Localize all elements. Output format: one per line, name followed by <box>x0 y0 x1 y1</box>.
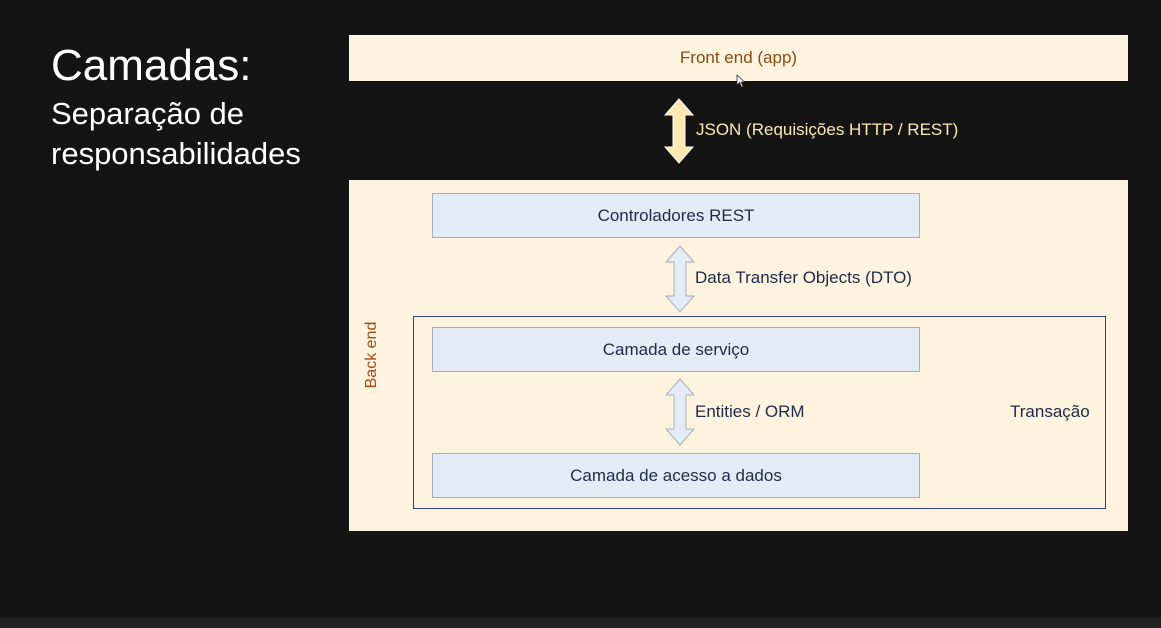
double-arrow-icon <box>664 98 694 164</box>
slide-title: Camadas: <box>51 41 252 90</box>
layer-label: Camada de acesso a dados <box>570 465 782 485</box>
layer-label: Controladores REST <box>597 205 755 225</box>
backend-label: Back end <box>363 321 380 389</box>
layer-camada-servico: Camada de serviço <box>432 327 920 372</box>
json-connector-label: JSON (Requisições HTTP / REST) <box>696 120 959 139</box>
double-arrow-icon <box>665 245 695 313</box>
slide-subtitle: Separação de responsabilidades <box>51 96 301 171</box>
bottom-bar <box>0 618 1161 628</box>
transaction-boundary <box>413 316 1106 509</box>
dto-connector-label: Data Transfer Objects (DTO) <box>695 268 912 287</box>
double-arrow-icon <box>665 378 695 446</box>
layer-label: Camada de serviço <box>602 339 750 359</box>
frontend-box: Front end (app) <box>349 35 1128 81</box>
frontend-label: Front end (app) <box>679 48 798 67</box>
mouse-cursor-icon <box>736 74 746 88</box>
layer-controladores-rest: Controladores REST <box>432 193 920 238</box>
layer-acesso-dados: Camada de acesso a dados <box>432 453 920 498</box>
transaction-label: Transação <box>1010 402 1090 421</box>
entities-connector-label: Entities / ORM <box>695 402 805 421</box>
